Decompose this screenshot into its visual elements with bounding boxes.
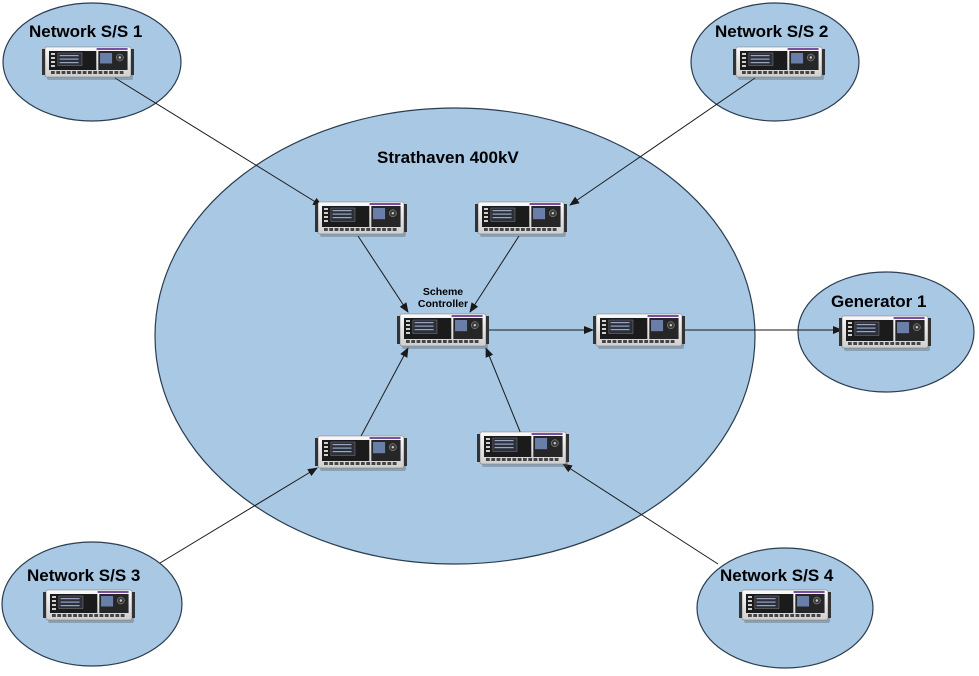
link-nss3-to-relay-d <box>159 467 318 564</box>
scheme-controller-label-line1: Scheme <box>422 286 464 298</box>
site-label-nss2: Network S/S 2 <box>715 22 829 41</box>
site-label-gen1: Generator 1 <box>831 292 927 311</box>
scheme-controller-device <box>397 313 489 349</box>
link-relay-e-to-controller <box>485 347 522 435</box>
site-label-nss4: Network S/S 4 <box>720 566 834 585</box>
relay-device-nss4 <box>739 589 831 623</box>
link-nss2-to-relay-b <box>569 77 756 206</box>
link-nss1-to-relay-a <box>114 77 323 207</box>
relay-device-site-b <box>475 201 567 237</box>
site-label-nss3: Network S/S 3 <box>27 566 141 585</box>
relay-device-nss2 <box>733 46 825 80</box>
link-relay-b-to-controller <box>469 235 520 313</box>
link-relay-a-to-controller <box>357 235 409 313</box>
relay-device-nss3 <box>43 589 135 623</box>
link-relay-d-to-controller <box>359 347 409 439</box>
relay-device-site-d <box>315 435 407 471</box>
site-label-nss1: Network S/S 1 <box>29 22 143 41</box>
scheme-controller-label: Scheme Controller <box>410 286 476 310</box>
link-nss4-to-relay-e <box>562 463 719 565</box>
relay-device-site-c <box>593 313 685 349</box>
scheme-controller-label-line2: Controller <box>417 298 469 310</box>
relay-device-nss1 <box>42 46 134 80</box>
relay-device-gen1 <box>839 315 931 351</box>
main-site-label: Strathaven 400kV <box>377 148 519 167</box>
relay-device-site-a <box>315 201 407 237</box>
relay-device-site-e <box>477 431 569 467</box>
